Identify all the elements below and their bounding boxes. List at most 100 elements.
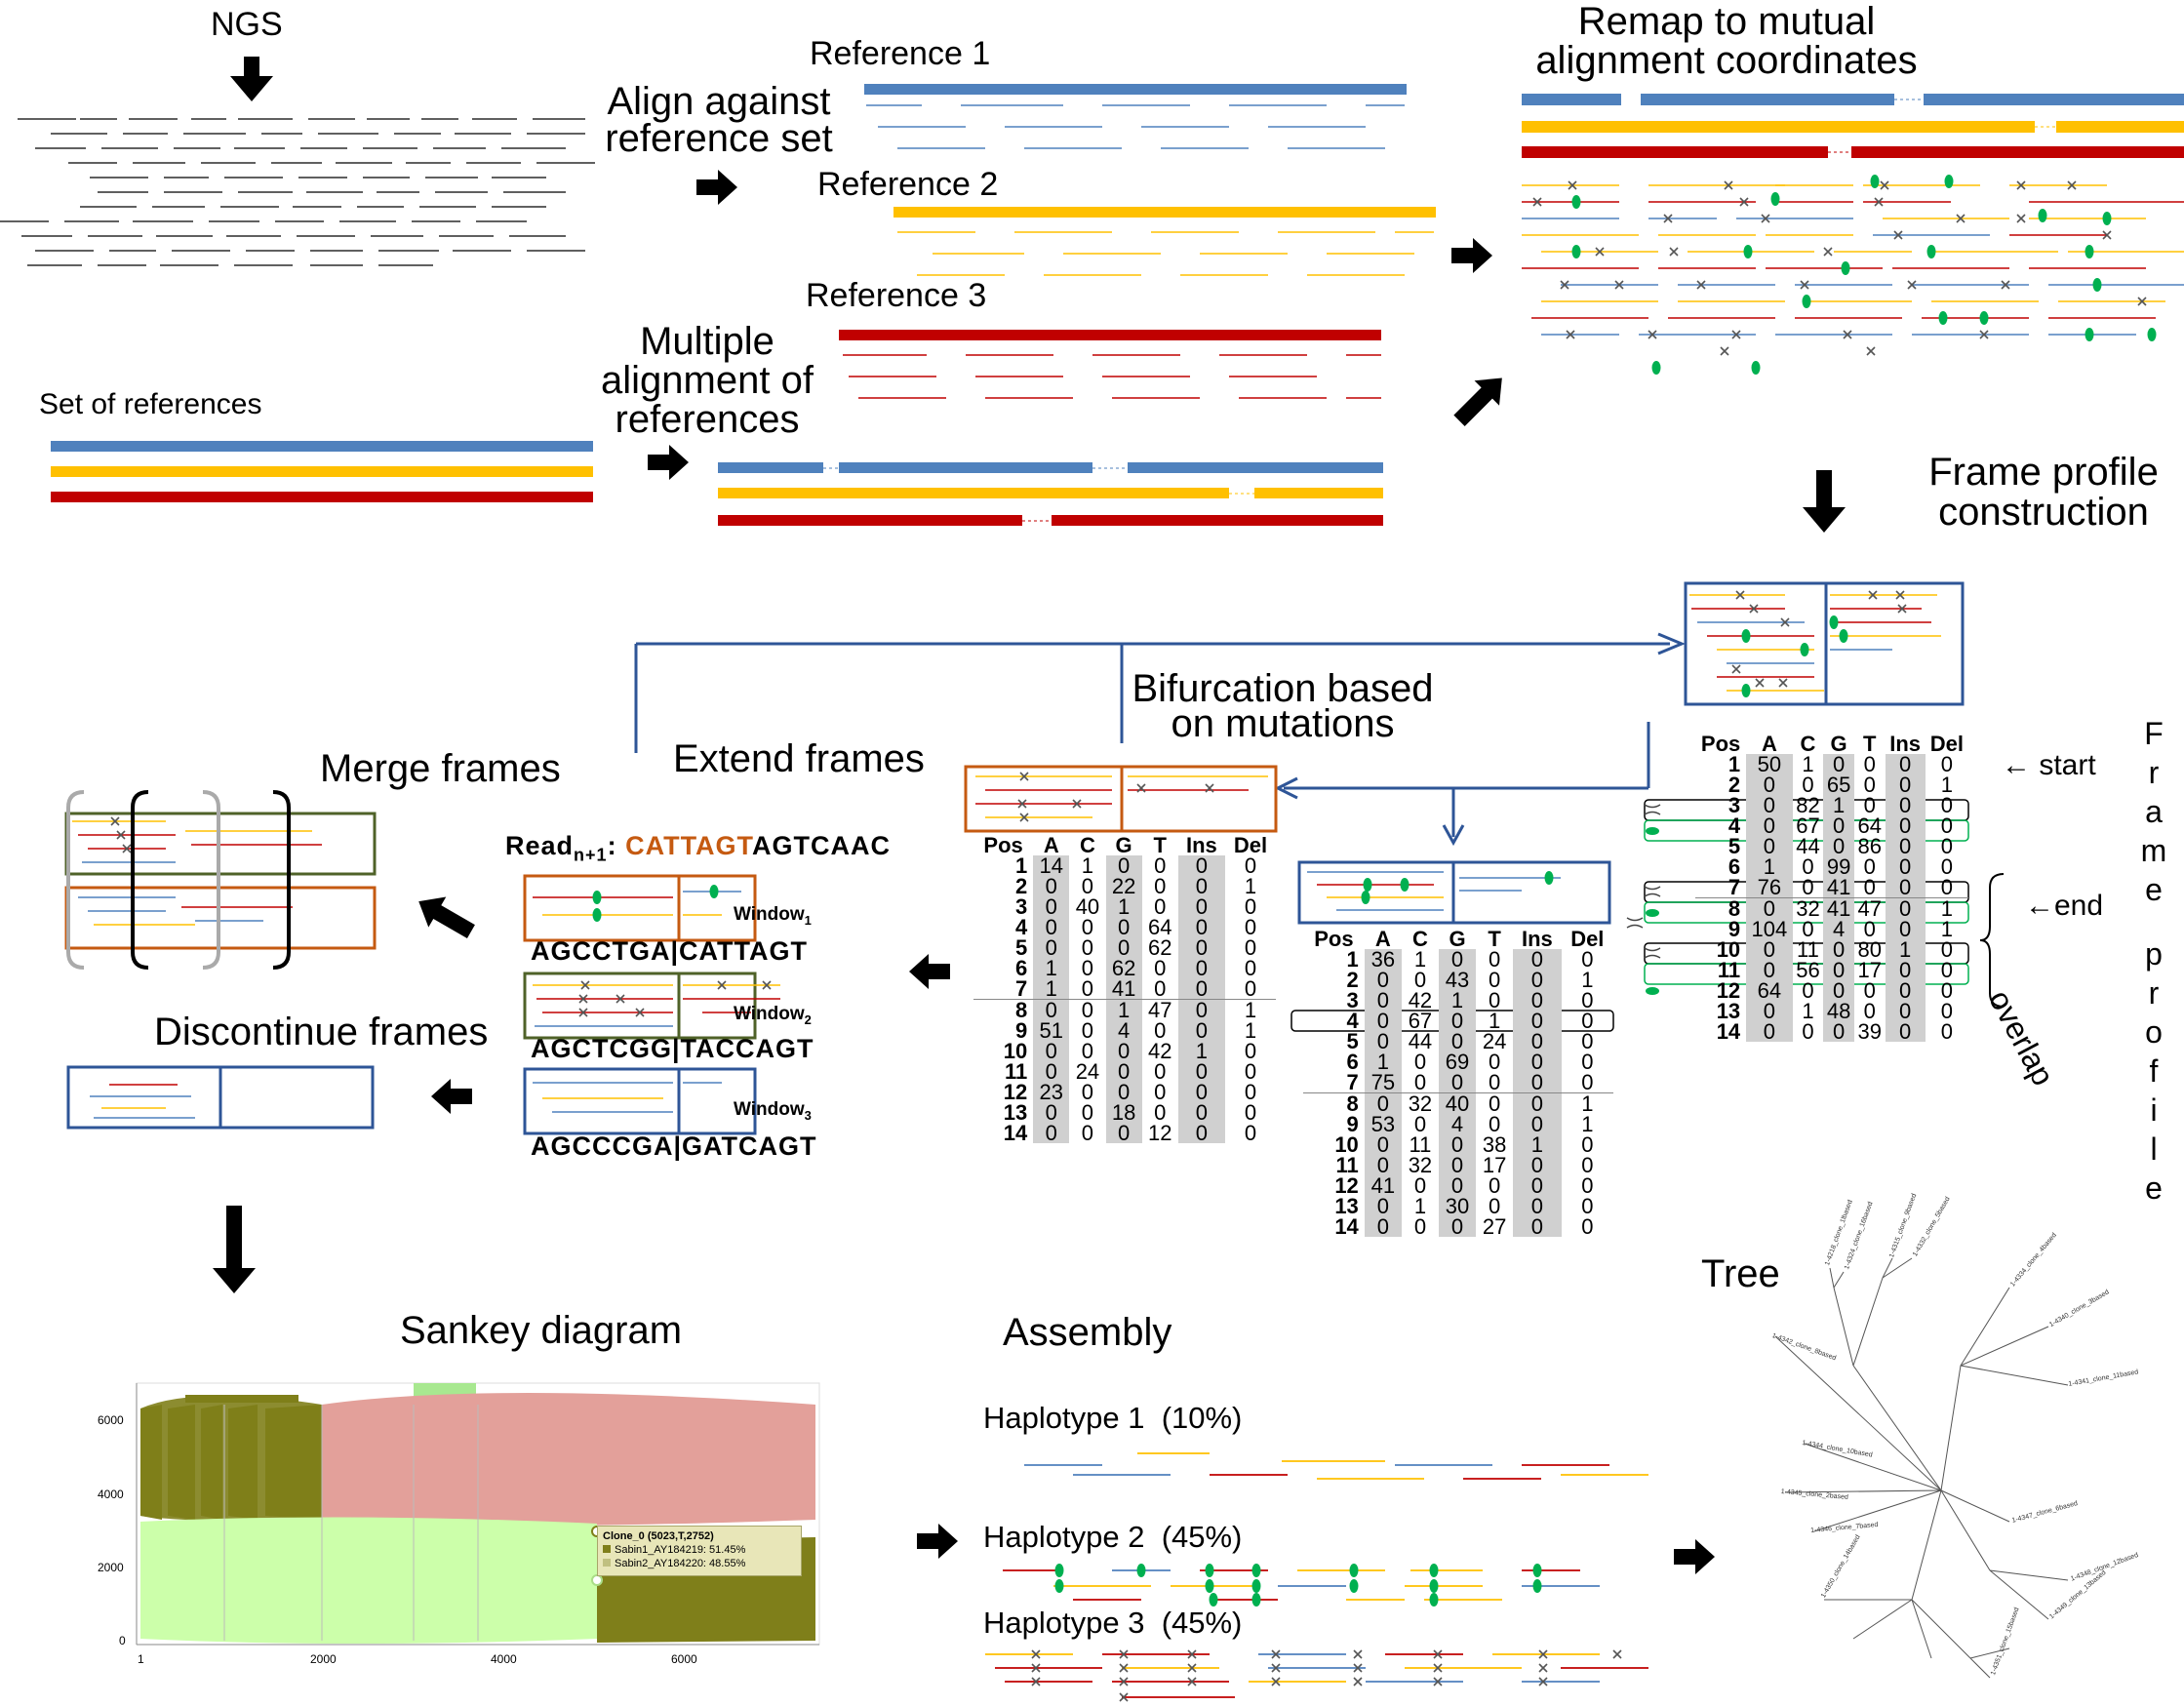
sankey-lightgreen-band [140,1517,597,1644]
table-cell: 1 [1244,1018,1257,1043]
table-cell: 0 [1581,988,1594,1012]
frame-profile-construction-label-2: construction [1938,491,2149,534]
mutation-x-icon [1433,1649,1443,1659]
tree-branch [1813,1489,1942,1532]
table-cell: 0 [1489,1194,1501,1218]
mutation-x-icon [116,830,126,840]
mutation-dot-icon [1979,311,1989,325]
ngs-label: NGS [211,6,283,43]
table-cell: 41 [1364,1175,1402,1197]
mutation-dot-icon [2085,245,2094,258]
reference-1-bar [864,84,1407,95]
bracket-black-right [272,790,291,970]
mutation-x-icon [1739,197,1749,207]
window-2-box [523,972,757,1040]
reference-3-label: Reference 3 [806,277,987,314]
tree-branch [1882,1257,1913,1279]
table-cell: 47 [1857,896,1882,921]
table-cell: 10 [1716,937,1741,962]
haplotype-3-label: Haplotype 3 (45%) [983,1606,1243,1640]
tree-branch [1940,1365,1962,1491]
table-cell: 14 [1334,1214,1359,1239]
sankey-diagram-label: Sankey diagram [400,1309,683,1352]
table-cell: 0 [1489,988,1501,1012]
table-cell: 32 [1408,1153,1433,1177]
mutation-x-icon [578,1008,588,1017]
table-cell: 0 [1154,853,1167,878]
table-cell: 0 [1823,980,1854,1002]
set-ref-red-bar [51,492,593,502]
table-cell: 0 [1081,1100,1094,1125]
table-cell: 7 [1014,976,1028,1001]
msa-yellow-1 [718,488,1229,498]
table-cell: 64 [1746,980,1793,1002]
table-header-del: Del [1929,732,1964,756]
mutation-x-icon [1538,1649,1548,1659]
mutation-x-icon [2016,214,2026,223]
table-cell: 1 [1581,968,1594,992]
table-cell: 0 [1364,1196,1402,1217]
sankey-xtick-4000: 4000 [491,1652,517,1666]
table-cell: 0 [1940,999,1953,1023]
table-cell: 0 [1581,1029,1594,1053]
msa-blue-1 [718,462,823,473]
tree-branch [1969,1657,1991,1679]
read-prefix: Read [505,831,575,860]
table-cell: 42 [1408,988,1433,1012]
table-header-t: T [1488,927,1501,951]
bracket-black-left [131,790,149,970]
table-cell: 12 [1334,1173,1359,1198]
table-cell: 1 [1413,947,1427,972]
table-cell: 0 [1105,917,1142,938]
table-cell: 0 [1489,1091,1501,1116]
table-cell: 0 [1364,1011,1402,1032]
table-cell: 0 [1940,834,1953,858]
table-cell: 0 [1940,958,1953,982]
bifurcation-label-1: Bifurcation based [1132,667,1434,710]
table-cell: 12 [1003,1080,1028,1104]
reference-3-bar [839,330,1381,340]
table-cell: 0 [1802,854,1814,879]
table-cell: 0 [1513,970,1562,991]
table-cell: 0 [1081,915,1094,939]
mutation-dot-icon [1532,1564,1542,1577]
reference-2-label: Reference 2 [817,166,999,203]
table-cell: 1 [1581,1091,1594,1116]
table-cell: 0 [1863,978,1876,1003]
table-cell: 0 [1154,1059,1167,1084]
table-cell: 0 [1438,1216,1477,1238]
table-cell: 0 [1940,813,1953,838]
table-cell: 67 [1796,813,1820,838]
table-cell: 6 [1014,956,1028,980]
mutation-x-icon [1353,1677,1363,1686]
table-cell: 0 [1823,1021,1854,1043]
mutation-dot-icon [1361,891,1370,904]
table-cell: 0 [1154,1080,1167,1104]
extend-arrow-icon [909,954,950,989]
table-cell: 0 [1033,896,1070,918]
table-cell: 0 [1177,999,1226,1020]
table-cell: 0 [1885,1021,1926,1043]
mutation-dot-icon [2085,328,2094,341]
assembly-label: Assembly [1003,1311,1172,1354]
mutation-dot-icon [1544,871,1554,885]
table-cell: 69 [1438,1051,1477,1073]
mutation-x-icon [1956,214,1966,223]
table-cell: 0 [1154,874,1167,898]
table-cell: 0 [1244,1100,1257,1125]
table-cell: 0 [1581,1009,1594,1033]
bracket-gray-left [66,790,85,970]
mutation-dot-icon [1349,1564,1359,1577]
mutation-dot-icon [1400,878,1410,892]
table-cell: 0 [1489,1173,1501,1198]
table-cell: 0 [1033,937,1070,959]
table-header-ins: Ins [1889,732,1921,756]
table-cell: 4 [1727,813,1741,838]
window-1-box [523,874,757,942]
table-cell: 0 [1244,915,1257,939]
